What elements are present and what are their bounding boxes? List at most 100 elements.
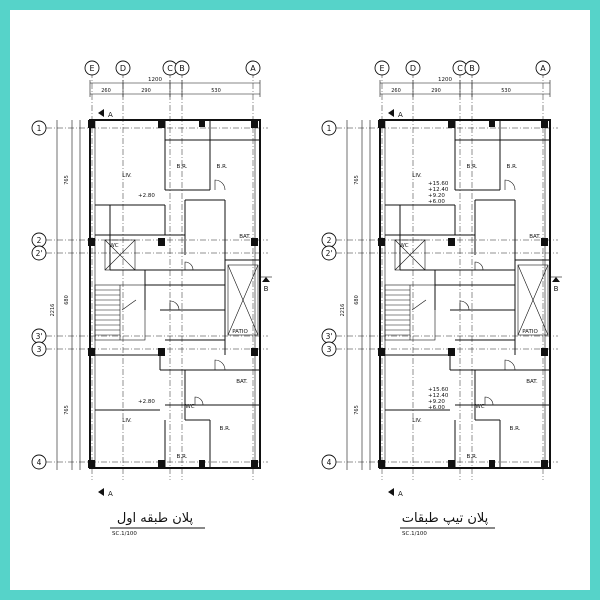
structural-column (448, 460, 455, 468)
section-mark-a-bottom (388, 488, 394, 496)
room-label: BAT. (239, 234, 251, 240)
elevator-cross (394, 239, 426, 271)
door-swing (169, 300, 180, 311)
structural-column (251, 238, 258, 246)
structural-column (88, 460, 95, 468)
grid-row-bubble-3 (31, 245, 47, 261)
elevator-cross (104, 239, 136, 271)
elevator-shaft (104, 239, 136, 271)
dim-top-part: 260 (391, 88, 401, 94)
plan-title: پلان طبقه اول (117, 511, 194, 526)
grid-row-label-4: 3' (36, 332, 43, 341)
room-label: WC (109, 243, 118, 249)
grid-row-label-3: 2' (326, 249, 333, 258)
dim-top-total: 1200 (438, 77, 452, 83)
elevator-shaft (394, 239, 426, 271)
grid-row-label-1: 1 (327, 124, 332, 133)
room-label: B.R. (467, 164, 478, 170)
grid-row-label-6: 4 (327, 458, 332, 467)
grid-row-bubble-1 (31, 120, 47, 136)
grid-label-D: D (120, 64, 126, 73)
outer-wall (379, 119, 551, 469)
section-label: A (398, 111, 403, 119)
room-label: BAT. (236, 379, 248, 385)
grid-bubble-A (245, 60, 261, 76)
room-label: LIV. (122, 173, 132, 179)
dim-top-part: 530 (501, 88, 511, 94)
door-swing (184, 261, 194, 271)
patio-void (517, 264, 549, 336)
dim-left-part: 765 (64, 175, 70, 185)
structural-column (448, 348, 455, 356)
structural-column (541, 348, 548, 356)
grid-label-E: E (379, 64, 384, 73)
grid-row-bubble-6 (321, 454, 337, 470)
stair-arrow (121, 299, 137, 311)
structural-column (541, 238, 548, 246)
room-label: WC (399, 243, 408, 249)
grid-row-bubble-5 (31, 341, 47, 357)
grid-label-C: C (167, 64, 173, 73)
dim-top-part: 290 (431, 88, 441, 94)
structural-column (448, 120, 455, 128)
door-swing (194, 396, 204, 406)
dim-left-part: 765 (64, 405, 70, 415)
section-mark-b-right (262, 277, 270, 282)
outer-wall (89, 119, 261, 469)
grid-label-A: A (250, 64, 256, 73)
dim-left-part: 765 (354, 175, 360, 185)
grid-row-bubble-6 (31, 454, 47, 470)
level-mark: +9.20 (428, 399, 445, 405)
room-label: LIV. (412, 173, 422, 179)
level-mark: +12.40 (428, 187, 449, 193)
grid-bubble-D (405, 60, 421, 76)
room-label: WC (185, 404, 194, 410)
dim-top-part: 290 (141, 88, 151, 94)
dim-top-part: 530 (211, 88, 221, 94)
structural-column (88, 348, 95, 356)
grid-row-label-3: 2' (36, 249, 43, 258)
section-mark-a-top (98, 109, 104, 117)
structural-column (541, 460, 548, 468)
room-label: B.R. (177, 164, 188, 170)
room-label: B.R. (220, 426, 231, 432)
section-mark-a-bottom (98, 488, 104, 496)
structural-column (158, 460, 165, 468)
grid-bubble-E (84, 60, 100, 76)
structural-column (378, 120, 385, 128)
dim-top-part: 260 (101, 88, 111, 94)
structural-column (448, 238, 455, 246)
grid-row-bubble-5 (321, 341, 337, 357)
section-label: B (554, 285, 559, 293)
structural-column (378, 238, 385, 246)
room-label: B.R. (467, 454, 478, 460)
section-mark-a-top (388, 109, 394, 117)
structural-column (489, 120, 495, 127)
structural-column (541, 120, 548, 128)
grid-bubble-D (115, 60, 131, 76)
door-swing (504, 359, 516, 371)
grid-row-label-1: 1 (37, 124, 42, 133)
dim-left-total: 2216 (50, 304, 56, 317)
door-swing (214, 179, 226, 191)
grid-row-bubble-1 (321, 120, 337, 136)
level-mark: +9.20 (428, 193, 445, 199)
door-swing (459, 300, 470, 311)
grid-row-label-5: 3 (37, 345, 42, 354)
dim-left-part: 680 (64, 295, 70, 305)
level-mark: +6.00 (428, 199, 445, 205)
grid-row-bubble-3 (321, 245, 337, 261)
level-mark: +2.80 (138, 399, 155, 405)
structural-column (378, 460, 385, 468)
grid-label-B: B (179, 64, 185, 73)
section-label: A (108, 111, 113, 119)
room-label: PATIO (522, 329, 538, 335)
dim-left-part: 680 (354, 295, 360, 305)
structural-column (251, 460, 258, 468)
level-mark: +12.40 (428, 393, 449, 399)
grid-label-A: A (540, 64, 546, 73)
structural-column (158, 120, 165, 128)
room-label: B.R. (510, 426, 521, 432)
door-swing (484, 396, 494, 406)
